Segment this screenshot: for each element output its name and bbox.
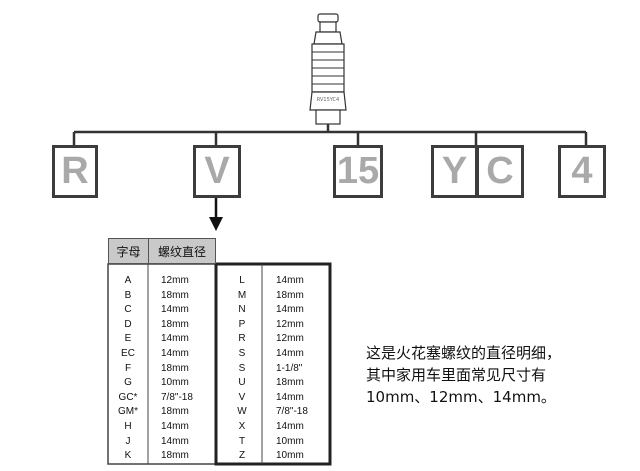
table-letter-cell: C [124,304,132,316]
table-letter-cell: E [124,333,132,345]
table-diameter-cell: 14mm [276,391,304,403]
table-letter-cell: R [238,333,246,345]
table-letter-cell: H [124,421,132,432]
table-letter-cell: X [238,421,246,432]
note-line-2: 其中家用车里面常见尺寸有 [366,366,547,384]
down-arrow-icon [209,198,223,231]
table-letter-cell: T [238,435,246,447]
code-box-c: C [476,145,524,198]
table-letter-cell: GC* [118,391,138,403]
table-diameter-cell: 14mm [161,304,189,316]
table-diameter-cell: 14mm [161,421,189,432]
code-box-v: V [193,145,241,198]
table-letter-cell: B [124,289,132,301]
table-letter-cell: D [124,318,132,330]
table-letter-cell: L [239,275,245,286]
table-diameter-cell: 14mm [161,333,189,345]
table-diameter-cell: 18mm [276,289,304,301]
note-line-3: 10mm、12mm、14mm。 [366,388,556,406]
table-diameter-cell: 18mm [161,362,189,374]
code-box-15: 15 [333,145,383,198]
table-letter-cell: F [124,362,132,374]
table-diameter-cell: 10mm [276,450,304,462]
table-diameter-cell: 14mm [276,275,304,286]
table-diameter-cell: 18mm [161,318,189,330]
table-diameter-cell: 14mm [276,421,304,432]
table-letter-cell: W [237,406,247,418]
table-letter-cell: J [125,435,131,447]
table-diameter-cell: 14mm [161,348,189,359]
table-letter-cell: GM* [118,406,138,418]
code-box-r: R [52,145,98,198]
table-diameter-cell: 12mm [276,318,304,330]
table-diameter-cell: 14mm [276,348,304,359]
table-diameter-cell: 14mm [276,304,304,316]
table-diameter-cell: 10mm [161,377,189,389]
table-letter-cell: G [124,377,132,389]
table-diameter-cell: 18mm [161,450,189,462]
table-diameter-cell: 18mm [276,377,304,389]
spark-plug-icon [309,13,347,125]
table-letter-cell: EC [121,348,135,359]
table-letter-cell: M [237,289,247,301]
table-letter-cell: Z [238,450,246,462]
code-box-4: 4 [558,145,606,198]
table-diameter-cell: 12mm [161,275,189,286]
table-letter-cell: N [238,304,246,316]
table-letter-cell: P [238,318,246,330]
plug-label: RV15YC4 [316,97,340,103]
note-line-1: 这是火花塞螺纹的直径明细， [366,344,562,362]
table-diameter-cell: 7/8"-18 [276,406,308,418]
table-letter-cell: U [238,377,246,389]
table-diameter-cell: 1-1/8" [276,362,303,374]
table-letter-cell: A [124,275,132,286]
table-header-letter: 字母 [108,238,149,264]
table-letter-cell: V [238,391,246,403]
table-diameter-cell: 12mm [276,333,304,345]
table-letter-cell: K [124,450,132,462]
table-diameter-cell: 10mm [276,435,304,447]
table-diameter-cell: 18mm [161,289,189,301]
table-letter-cell: S [238,348,246,359]
table-diameter-cell: 14mm [161,435,189,447]
table-diameter-cell: 18mm [161,406,189,418]
table-header-thread-diameter: 螺纹直径 [148,238,216,264]
code-box-y: Y [431,145,478,198]
table-diameter-cell: 7/8"-18 [161,391,193,403]
table-letter-cell: S [238,362,246,374]
